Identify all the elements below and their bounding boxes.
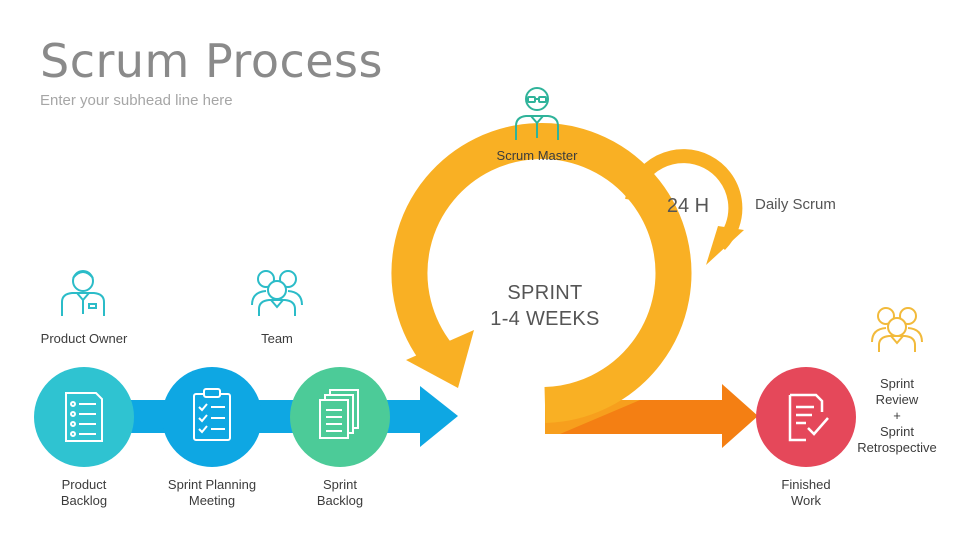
checked-document-icon bbox=[788, 393, 829, 442]
document-list-icon bbox=[65, 392, 103, 442]
clipboard-checklist-icon bbox=[193, 388, 231, 441]
sprint-line1: SPRINT bbox=[507, 282, 583, 304]
sprint-backlog-line2: Backlog bbox=[316, 493, 364, 508]
team-icon bbox=[251, 270, 303, 316]
daily-scrum-loop-arrow bbox=[625, 149, 744, 265]
sprint-planning-line2: Meeting bbox=[188, 493, 236, 508]
sprint-line2: 1-4 WEEKS bbox=[490, 308, 600, 330]
page-title: Scrum Process bbox=[40, 34, 383, 88]
sprint-backlog-label: Sprint Backlog bbox=[317, 477, 363, 509]
product-backlog-line1: Product bbox=[61, 477, 107, 492]
review-team-icon bbox=[871, 307, 923, 352]
product-owner-icon bbox=[61, 270, 105, 316]
finished-work-line1: Finished bbox=[781, 477, 831, 492]
review-retrospective-label: Sprint Review + Sprint Retrospective bbox=[857, 376, 936, 456]
sprint-planning-label: Sprint Planning Meeting bbox=[168, 477, 256, 509]
daily-scrum-label: Daily Scrum bbox=[755, 196, 836, 213]
review-line3: + bbox=[893, 408, 901, 423]
finished-work-line2: Work bbox=[790, 493, 822, 508]
scrum-master-label: Scrum Master bbox=[496, 148, 578, 163]
finished-work-circle bbox=[756, 367, 856, 467]
sprint-cycle-arrow bbox=[391, 123, 692, 423]
review-line4: Sprint bbox=[880, 424, 914, 439]
review-line2: Review bbox=[875, 392, 919, 407]
product-backlog-label: Product Backlog bbox=[61, 477, 107, 509]
review-line5: Retrospective bbox=[857, 440, 937, 455]
product-backlog-line2: Backlog bbox=[60, 493, 108, 508]
finished-work-label: Finished Work bbox=[781, 477, 830, 509]
scrum-master-icon bbox=[515, 87, 559, 140]
team-label: Team bbox=[261, 331, 293, 346]
product-owner-label: Product Owner bbox=[40, 331, 128, 346]
sprint-duration-text: SPRINT 1-4 WEEKS bbox=[490, 280, 599, 332]
review-line1: Sprint bbox=[880, 376, 914, 391]
daily-cycle-hours: 24 H bbox=[666, 195, 710, 217]
stacked-documents-icon bbox=[319, 389, 359, 439]
page-subtitle: Enter your subhead line here bbox=[40, 92, 233, 109]
sprint-backlog-line1: Sprint bbox=[323, 477, 357, 492]
sprint-planning-line1: Sprint Planning bbox=[167, 477, 257, 492]
product-backlog-circle bbox=[34, 367, 134, 467]
